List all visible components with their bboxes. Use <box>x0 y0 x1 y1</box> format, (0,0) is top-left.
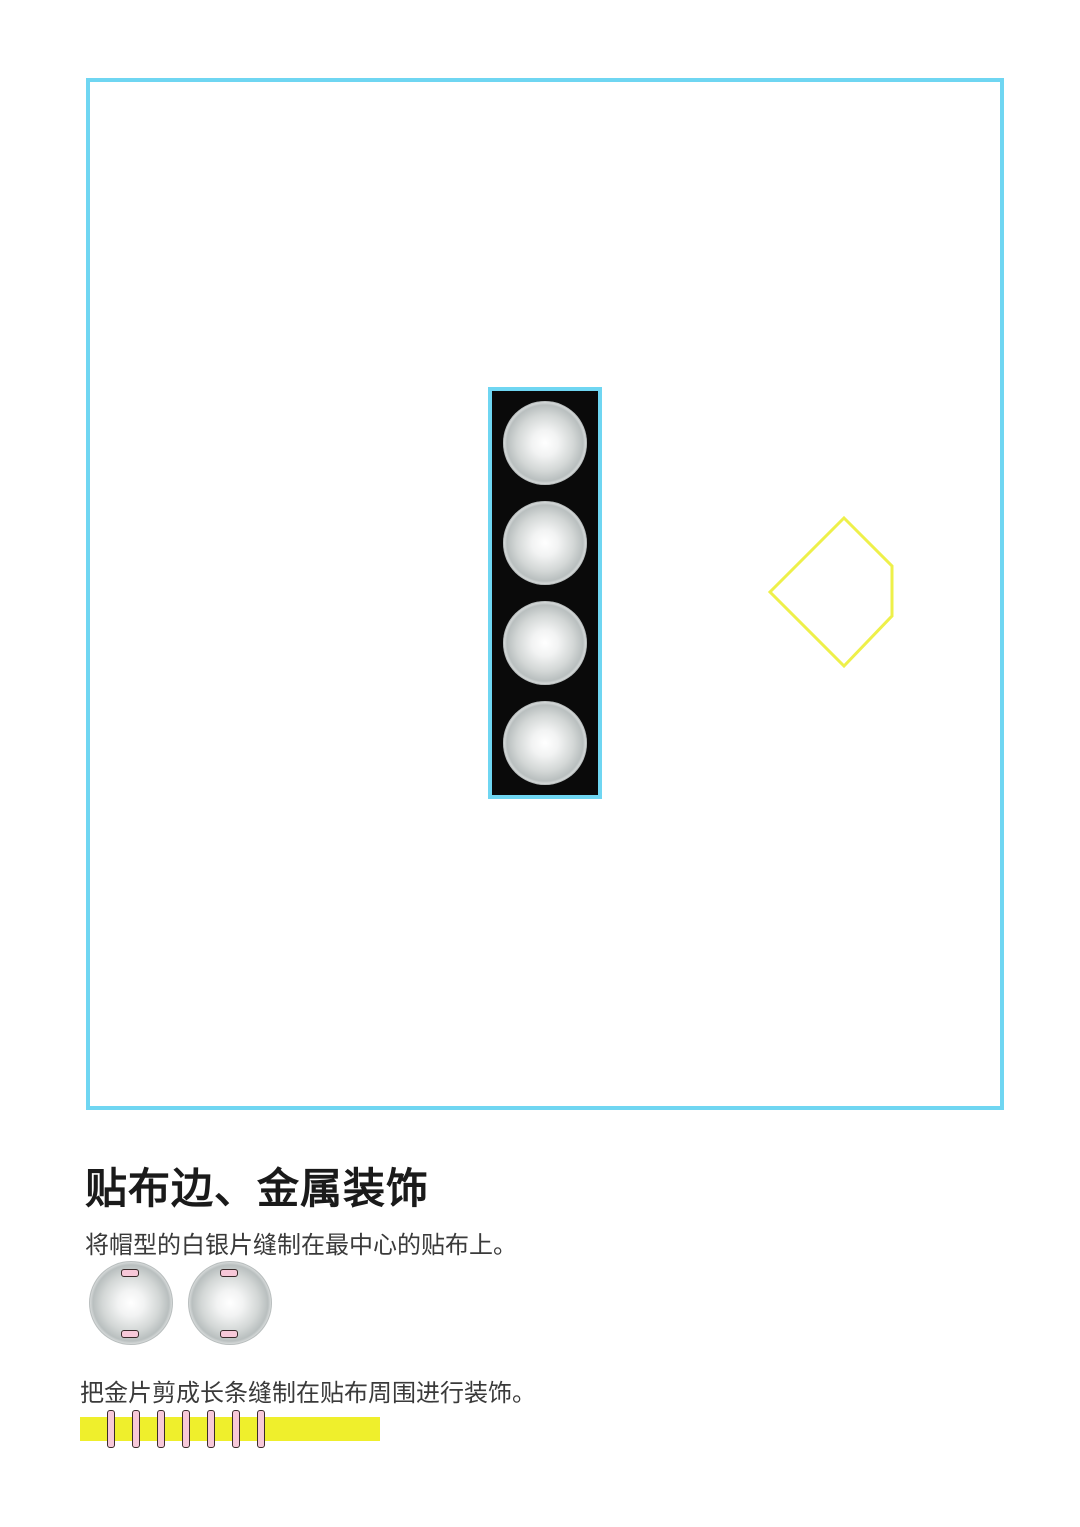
instruction-text-2: 把金片剪成长条缝制在贴布周围进行装饰。 <box>80 1379 536 1407</box>
band-stitch <box>107 1410 115 1448</box>
band-stitch <box>182 1410 190 1448</box>
silver-sequin-1 <box>503 401 587 485</box>
gold-strip-band <box>80 1417 380 1441</box>
stitch-bottom <box>121 1330 139 1338</box>
sample-sequin-1 <box>89 1261 173 1345</box>
band-stitch <box>132 1410 140 1448</box>
stitch-top <box>220 1269 238 1277</box>
kite-outline-shape <box>767 515 894 669</box>
band-stitch <box>232 1410 240 1448</box>
stitch-top <box>121 1269 139 1277</box>
step-title: 贴布边、金属装饰 <box>85 1164 430 1213</box>
band-stitch <box>257 1410 265 1448</box>
band-stitch <box>157 1410 165 1448</box>
stitch-bottom <box>220 1330 238 1338</box>
instruction-text-1: 将帽型的白银片缝制在最中心的贴布上。 <box>85 1231 517 1259</box>
sample-sequin-2 <box>188 1261 272 1345</box>
silver-sequin-2 <box>503 501 587 585</box>
silver-sequin-3 <box>503 601 587 685</box>
center-appliqué-strip <box>488 387 602 799</box>
silver-sequin-4 <box>503 701 587 785</box>
band-stitch <box>207 1410 215 1448</box>
